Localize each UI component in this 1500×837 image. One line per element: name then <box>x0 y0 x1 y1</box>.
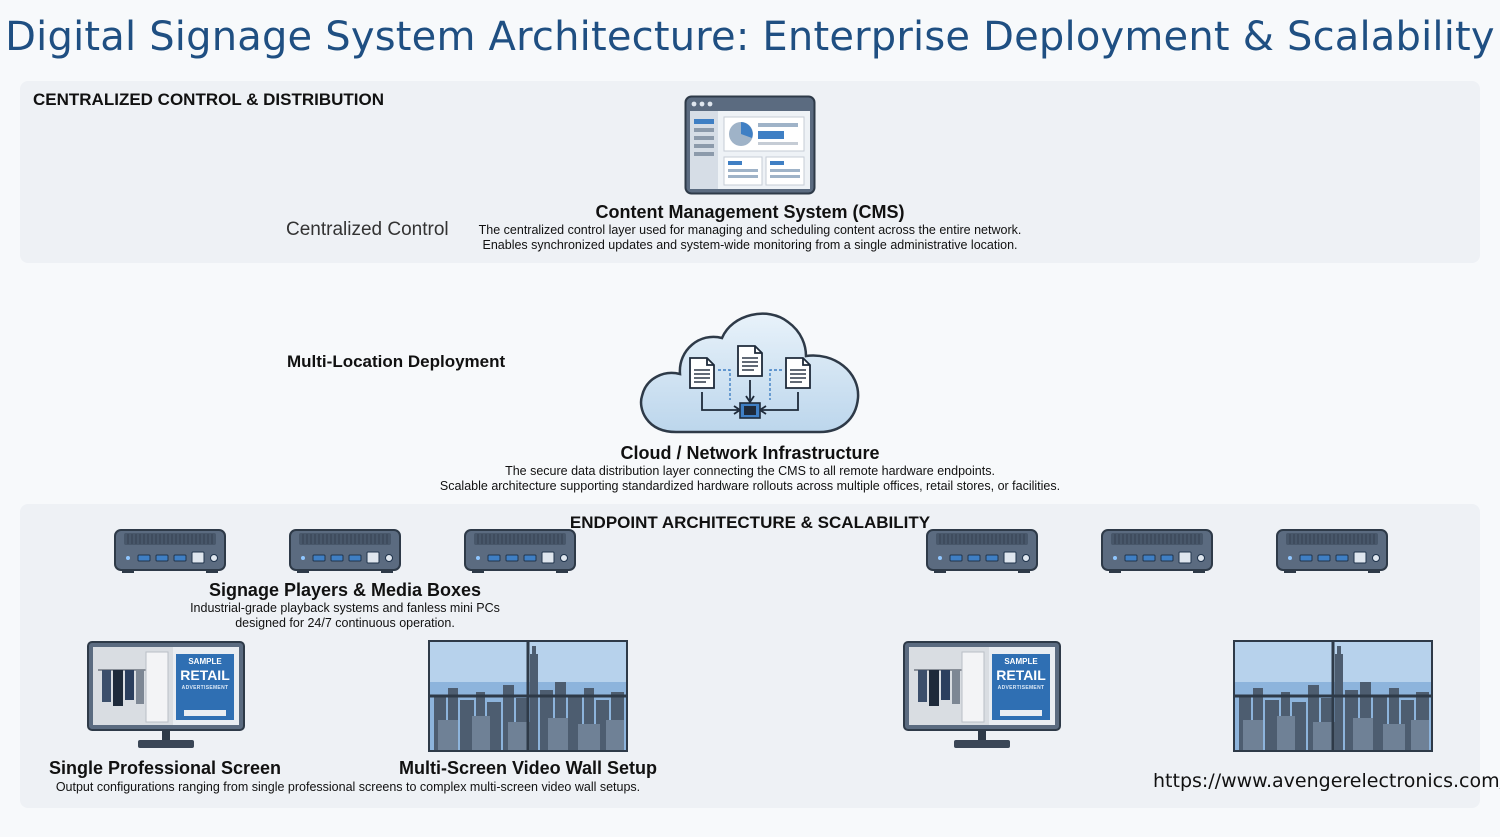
screen-tag: SAMPLE <box>188 657 222 666</box>
cloud-description-2: Scalable architecture supporting standar… <box>439 479 1061 493</box>
media-player-box-icon <box>1099 528 1215 574</box>
video-wall-icon <box>428 640 628 752</box>
dashboard-monitor-icon <box>684 95 816 195</box>
media-player-box-icon <box>462 528 578 574</box>
screen-heading: RETAIL <box>180 667 230 683</box>
centralized-control-label: Centralized Control <box>286 219 449 240</box>
players-title: Signage Players & Media Boxes <box>208 580 482 600</box>
screen-heading: RETAIL <box>996 667 1046 683</box>
endpoint-section-label: ENDPOINT ARCHITECTURE & SCALABILITY <box>569 513 931 532</box>
media-player-box-icon <box>1274 528 1390 574</box>
cloud-title: Cloud / Network Infrastructure <box>620 443 880 463</box>
display-monitor-icon: SAMPLE RETAIL ADVERTISEMENT <box>902 640 1062 752</box>
screen-subheading: ADVERTISEMENT <box>997 685 1045 691</box>
video-wall-icon <box>1233 640 1433 752</box>
cms-description-1: The centralized control layer used for m… <box>478 223 1022 237</box>
website-url[interactable]: https://www.avengerelectronics.com/ <box>1153 770 1500 792</box>
single-screen-title: Single Professional Screen <box>48 758 282 778</box>
video-wall-title: Multi-Screen Video Wall Setup <box>398 758 658 778</box>
output-description: Output configurations ranging from singl… <box>55 780 641 794</box>
multi-location-label: Multi-Location Deployment <box>287 352 506 371</box>
players-description-1: Industrial-grade playback systems and fa… <box>190 601 500 615</box>
display-monitor-icon: SAMPLE RETAIL ADVERTISEMENT <box>86 640 246 752</box>
screen-tag: SAMPLE <box>1004 657 1038 666</box>
page-title: Digital Signage System Architecture: Ent… <box>5 14 1495 60</box>
screen-subheading: ADVERTISEMENT <box>181 685 229 691</box>
cms-title: Content Management System (CMS) <box>595 202 905 222</box>
cms-description-2: Enables synchronized updates and system-… <box>482 238 1018 252</box>
control-section-label: CENTRALIZED CONTROL & DISTRIBUTION <box>33 90 385 109</box>
cloud-description-1: The secure data distribution layer conne… <box>505 464 995 478</box>
media-player-box-icon <box>112 528 228 574</box>
cloud-icon <box>636 304 864 436</box>
media-player-box-icon <box>924 528 1040 574</box>
players-description-2: designed for 24/7 continuous operation. <box>235 616 455 630</box>
media-player-box-icon <box>287 528 403 574</box>
